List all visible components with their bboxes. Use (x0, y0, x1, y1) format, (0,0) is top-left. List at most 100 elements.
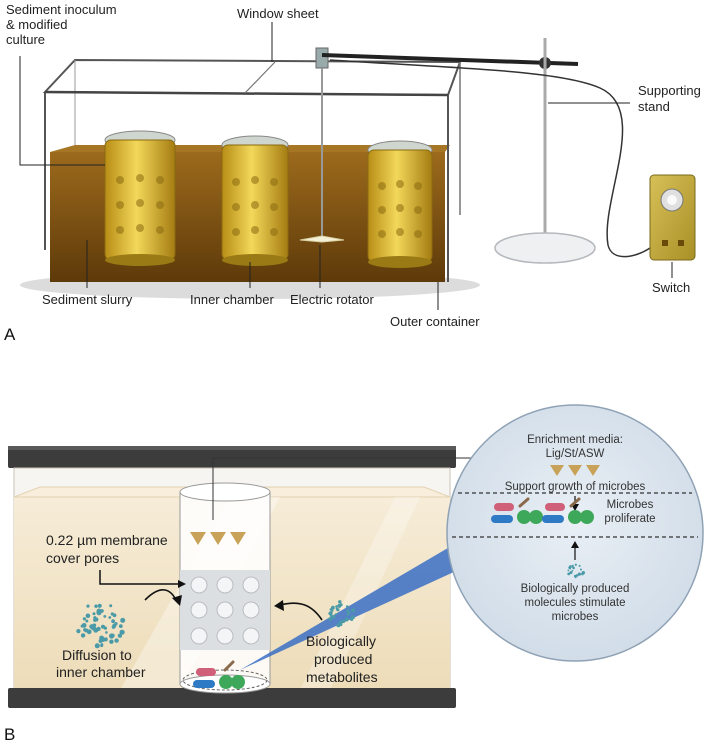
label-supporting-stand-2: stand (638, 99, 670, 114)
stand-arm (321, 53, 579, 66)
cluster-dot (80, 633, 86, 638)
leader-sediment-inoculum (19, 56, 105, 166)
membrane-pores (190, 576, 260, 645)
leader-membrane (99, 570, 178, 585)
label-metabolites-2: produced (314, 651, 372, 667)
media-connector-line (212, 457, 499, 520)
cluster-dot (350, 618, 354, 621)
circle-microbes-group (491, 497, 594, 524)
circle-media-2: Lig/St/ASW (546, 448, 605, 460)
cluster-dot (339, 623, 343, 627)
label-metabolites-3: metabolites (306, 669, 378, 685)
cluster-dot (94, 643, 100, 649)
inner-chamber-cylinder (179, 482, 271, 694)
label-sediment-inoculum-2: & modified (6, 17, 67, 32)
cluster-dot (92, 623, 96, 628)
cluster-dot (112, 613, 117, 618)
cluster-dot (114, 638, 119, 643)
cluster-dot (118, 624, 123, 628)
cluster-dot (340, 619, 344, 624)
circle-proliferate-1: Microbes (607, 499, 654, 511)
cluster-dot (575, 574, 579, 577)
circle-stimulate-1: Biologically produced (521, 583, 630, 595)
cluster-dot (96, 626, 101, 632)
label-electric-rotator: Electric rotator (290, 292, 374, 307)
cluster-dot (103, 626, 107, 630)
inner-chamber-jar-1 (104, 130, 176, 266)
panel-label-b: B (4, 725, 15, 744)
cluster-dot (81, 623, 87, 628)
cluster-dot (103, 615, 107, 618)
stand-base (494, 232, 596, 264)
cluster-dot (346, 609, 350, 613)
cluster-dot (578, 564, 581, 567)
cluster-dot (82, 617, 86, 621)
cluster-dot (110, 633, 115, 638)
cluster-dot (344, 617, 349, 622)
cluster-dot (119, 629, 125, 635)
cluster-dot (331, 605, 335, 610)
cluster-dot (112, 623, 117, 628)
cluster-dot (92, 612, 96, 616)
circle-dot-cluster (567, 563, 585, 579)
label-diffusion-2: inner chamber (56, 664, 146, 680)
switch-box (649, 174, 696, 261)
cluster-dot (100, 644, 104, 648)
metabolites-arrow (279, 602, 323, 621)
cluster-dot (85, 619, 89, 623)
cluster-dot (85, 613, 91, 619)
cluster-dot (336, 623, 341, 628)
label-diffusion-1: Diffusion to (62, 647, 132, 663)
cluster-dot (105, 631, 108, 634)
zoom-circle (446, 404, 704, 662)
panel-b: 0.22 µm membrane cover pores Diffusion t… (4, 404, 704, 744)
label-inner-chamber: Inner chamber (190, 292, 274, 307)
label-metabolites-1: Biologically (306, 633, 376, 649)
label-sediment-inoculum-3: culture (6, 32, 45, 47)
cluster-dot (109, 604, 113, 608)
label-sediment-inoculum-1: Sediment inoculum (6, 2, 117, 17)
label-sediment-slurry: Sediment slurry (42, 292, 133, 307)
tank-base (8, 688, 456, 708)
panel-a-leader-lines (19, 22, 673, 310)
inner-chamber-jar-2 (221, 135, 289, 266)
cluster-dot (346, 612, 350, 616)
power-cable (329, 59, 651, 258)
circle-support-growth: Support growth of microbes (505, 481, 646, 493)
panel-a: Sediment inoculum & modified culture Win… (4, 2, 701, 344)
inner-chamber-jar-3 (367, 140, 433, 268)
cluster-dot (574, 563, 577, 566)
leader-membrane-arrowhead (178, 580, 186, 588)
cluster-dot (94, 604, 98, 608)
diffusion-arrowhead (172, 595, 182, 606)
metabolite-dot-cluster (328, 600, 356, 628)
label-switch: Switch (652, 280, 690, 295)
circle-proliferate-2: proliferate (604, 513, 655, 525)
circle-media-triangles (550, 465, 600, 476)
cluster-dot (334, 613, 338, 616)
cluster-dot (337, 603, 342, 608)
rotator-blade (299, 235, 345, 243)
cluster-dot (351, 608, 356, 613)
label-window-sheet: Window sheet (237, 6, 319, 21)
media-triangles (190, 532, 246, 545)
cluster-dot (571, 564, 574, 567)
cluster-dot (331, 609, 334, 612)
outer-container-front-top (44, 90, 449, 97)
cluster-dot (572, 566, 575, 569)
cluster-dot (97, 603, 102, 608)
label-outer-container: Outer container (390, 314, 480, 329)
cluster-dot (76, 629, 81, 634)
cluster-dot (571, 569, 574, 572)
cluster-dot (86, 604, 90, 608)
circle-stimulate-3: microbes (552, 611, 599, 623)
tank-lid-highlight (8, 446, 456, 450)
label-membrane-1: 0.22 µm membrane (46, 532, 168, 548)
cluster-dot (96, 608, 102, 614)
diffusion-dot-cluster (76, 603, 126, 649)
cluster-dot (569, 571, 573, 575)
cluster-dot (118, 634, 122, 638)
cluster-dot (84, 628, 89, 633)
glare-2 (300, 497, 420, 690)
